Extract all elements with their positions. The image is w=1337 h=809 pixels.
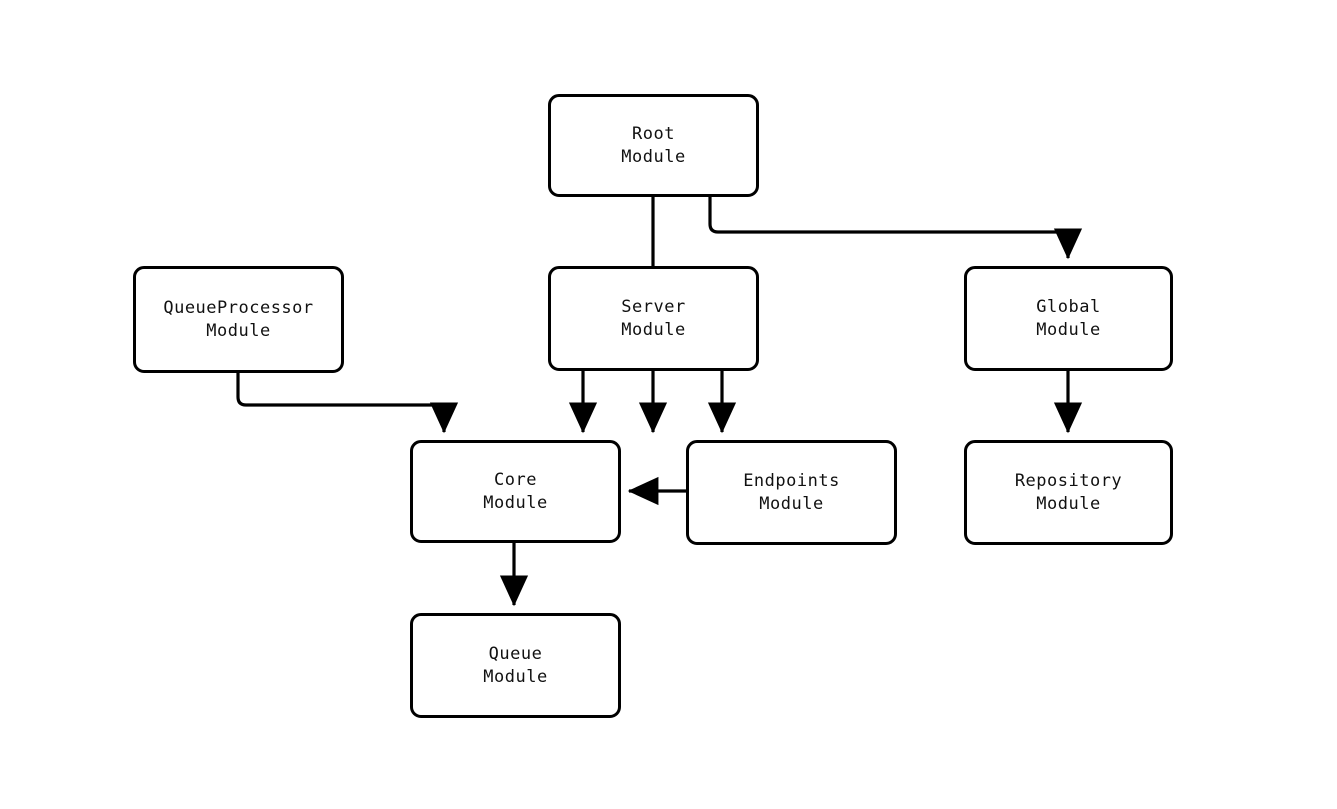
node-core-module-line2: Module — [483, 492, 548, 513]
node-queueprocessor-module-line2: Module — [206, 320, 271, 341]
node-queueprocessor-module-line1: QueueProcessor — [163, 297, 314, 318]
node-server-module-line2: Module — [621, 319, 686, 340]
node-queue-module-line2: Module — [483, 666, 548, 687]
edge-queueprocessor-to-core — [236, 373, 459, 434]
node-server-module[interactable]: Server Module — [548, 266, 759, 371]
node-queue-module[interactable]: Queue Module — [410, 613, 621, 718]
node-repository-module-line2: Module — [1036, 493, 1101, 514]
node-server-module-line1: Server — [621, 296, 686, 317]
node-queueprocessor-module[interactable]: QueueProcessor Module — [133, 266, 344, 373]
node-endpoints-module-line2: Module — [759, 493, 824, 514]
node-repository-module[interactable]: Repository Module — [964, 440, 1173, 545]
node-root-module-line2: Module — [621, 146, 686, 167]
node-endpoints-module[interactable]: Endpoints Module — [686, 440, 897, 545]
node-global-module[interactable]: Global Module — [964, 266, 1173, 371]
node-endpoints-module-line1: Endpoints — [743, 470, 840, 491]
node-core-module-line1: Core — [494, 469, 537, 490]
node-global-module-line2: Module — [1036, 319, 1101, 340]
node-root-module[interactable]: Root Module — [548, 94, 759, 197]
node-global-module-line1: Global — [1036, 296, 1101, 317]
edge-root-to-global — [708, 197, 1083, 260]
node-repository-module-line1: Repository — [1014, 470, 1123, 491]
node-queue-module-line1: Queue — [488, 643, 543, 664]
node-root-module-line1: Root — [632, 123, 675, 144]
node-core-module[interactable]: Core Module — [410, 440, 621, 543]
